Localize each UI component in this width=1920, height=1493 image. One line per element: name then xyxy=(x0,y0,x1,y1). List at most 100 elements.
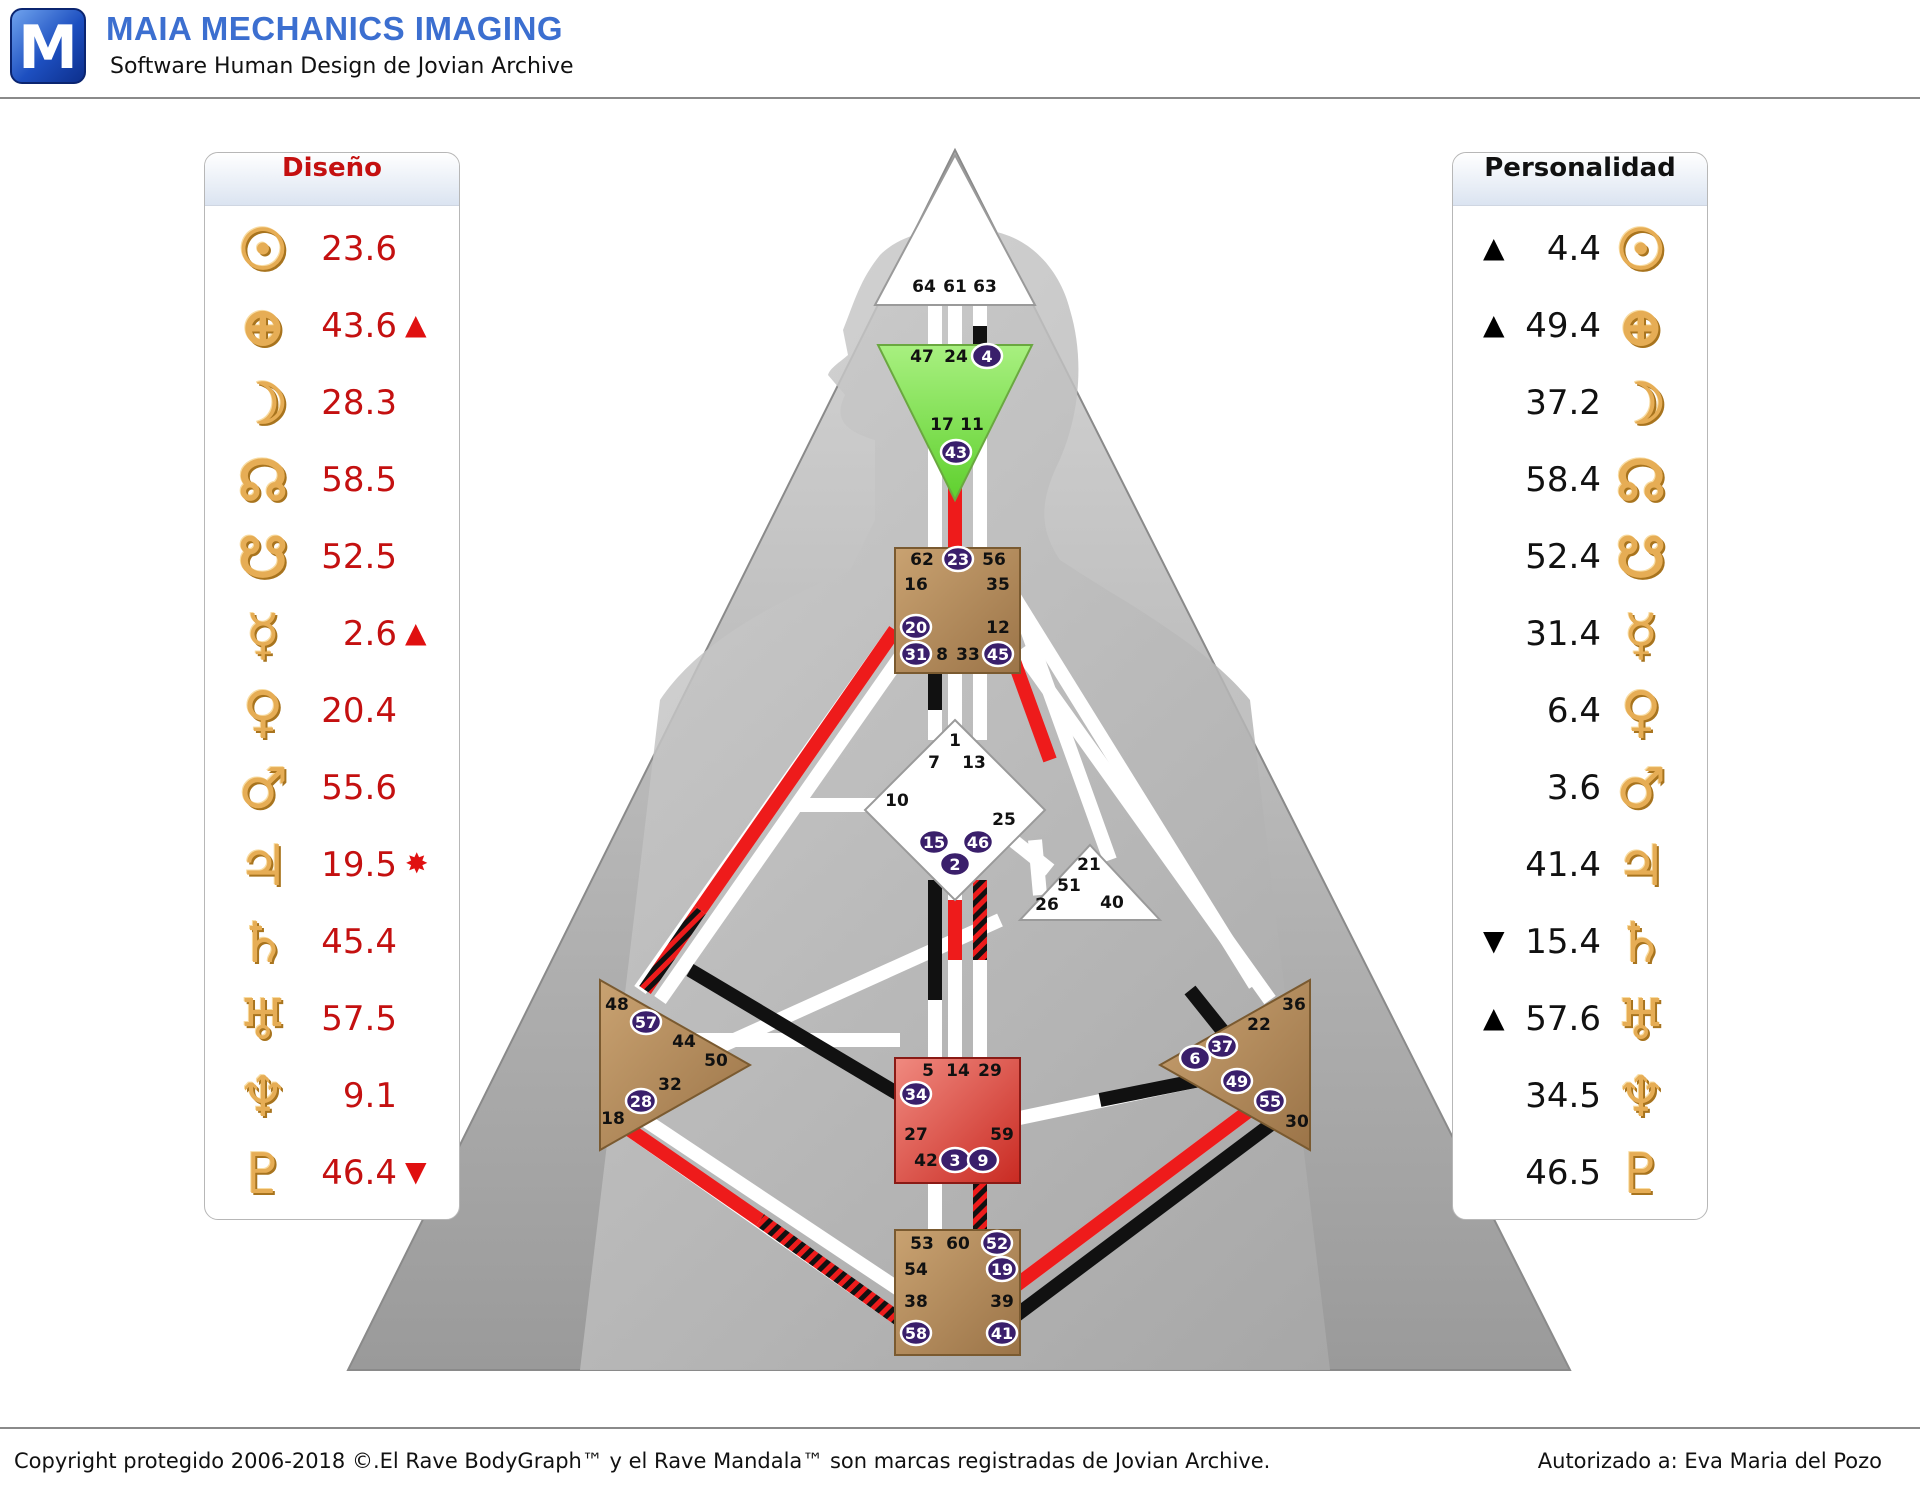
gate-18-label: 18 xyxy=(601,1109,625,1129)
personality-row-south-node: ☋52.4 xyxy=(1453,523,1709,593)
gate-52-label: 52 xyxy=(986,1234,1008,1253)
gate-6: 6 xyxy=(1178,1044,1212,1072)
gate-36-label: 36 xyxy=(1282,995,1306,1015)
gate-56-label: 56 xyxy=(982,550,1006,570)
gate-22: 22 xyxy=(1247,1015,1271,1035)
personality-mark-saturn: ▼ xyxy=(1483,924,1505,957)
personality-row-neptune: ♆34.5 xyxy=(1453,1062,1709,1132)
gate-59: 59 xyxy=(990,1125,1014,1145)
gate-24-label: 24 xyxy=(944,347,968,367)
personality-row-venus: ♀6.4 xyxy=(1453,677,1709,747)
gate-49-activation xyxy=(1220,1067,1254,1095)
design-value-moon: 28.3 xyxy=(321,383,397,423)
gate-45-activation xyxy=(981,640,1015,668)
gate-41-label: 41 xyxy=(991,1324,1013,1343)
neptune-icon: ♆ xyxy=(237,1064,289,1130)
gate-29: 29 xyxy=(978,1061,1002,1081)
gate-2-activation xyxy=(938,850,972,878)
north-node-icon: ☊ xyxy=(1616,448,1666,514)
gate-46-activation xyxy=(961,828,995,856)
gate-49: 49 xyxy=(1220,1067,1254,1095)
gate-9-label: 9 xyxy=(977,1151,988,1170)
pluto-icon: ♇ xyxy=(237,1141,289,1207)
saturn-icon: ♄ xyxy=(237,910,289,976)
gate-47: 47 xyxy=(910,347,934,367)
gate-4: 4 xyxy=(970,342,1004,370)
gate-29-label: 29 xyxy=(978,1061,1002,1081)
design-row-venus: ♀20.4 xyxy=(205,677,461,747)
personality-mark-uranus: ▲ xyxy=(1483,1001,1505,1034)
gate-13: 13 xyxy=(962,753,986,773)
personality-value-neptune: 34.5 xyxy=(1525,1076,1601,1116)
gate-58-activation xyxy=(899,1319,933,1347)
gate-18: 18 xyxy=(601,1109,625,1129)
gate-34: 34 xyxy=(899,1080,933,1108)
gate-1: 1 xyxy=(949,731,961,751)
gate-9: 9 xyxy=(966,1146,1000,1174)
personality-row-pluto: ♇46.5 xyxy=(1453,1139,1709,1209)
mercury-icon: ☿ xyxy=(1623,602,1659,668)
design-row-north-node: ☊58.5 xyxy=(205,446,461,516)
gate-63-label: 63 xyxy=(973,277,997,297)
gate-55: 55 xyxy=(1253,1087,1287,1115)
gate-57-label: 57 xyxy=(635,1013,657,1032)
uranus-icon: ♅ xyxy=(237,987,289,1053)
gate-12-label: 12 xyxy=(986,618,1010,638)
gate-15-activation xyxy=(917,828,951,856)
design-row-jupiter: ♃19.5✸ xyxy=(205,831,461,901)
design-row-uranus: ♅57.5 xyxy=(205,985,461,1055)
gate-25-label: 25 xyxy=(992,810,1016,830)
gate-24: 24 xyxy=(944,347,968,367)
gate-31-activation xyxy=(899,640,933,668)
gate-37-activation xyxy=(1205,1032,1239,1060)
gate-32: 32 xyxy=(658,1075,682,1095)
gate-5: 5 xyxy=(922,1061,934,1081)
gate-4-activation xyxy=(970,342,1004,370)
gate-43: 43 xyxy=(939,438,973,466)
gate-38-label: 38 xyxy=(904,1292,928,1312)
gate-20: 20 xyxy=(899,613,933,641)
design-row-mars: ♂55.6 xyxy=(205,754,461,824)
personality-row-sun: ☉4.4▲ xyxy=(1453,215,1709,285)
app-footer: Copyright protegido 2006-2018 ©.El Rave … xyxy=(0,1427,1920,1493)
gate-51: 51 xyxy=(1057,876,1081,896)
gate-34-label: 34 xyxy=(905,1085,927,1104)
gate-52: 52 xyxy=(980,1229,1014,1257)
gate-19: 19 xyxy=(985,1255,1019,1283)
gate-7: 7 xyxy=(928,753,940,773)
personality-panel-title: Personalidad xyxy=(1453,153,1707,206)
north-node-icon: ☊ xyxy=(238,448,288,514)
gate-4-label: 4 xyxy=(981,347,992,366)
design-panel-title: Diseño xyxy=(205,153,459,206)
gate-40-label: 40 xyxy=(1100,893,1124,913)
design-panel: Diseño ☉23.6⊕43.6▲☽28.3☊58.5☋52.5☿2.6▲♀2… xyxy=(204,152,460,1220)
personality-row-saturn: ♄15.4▼ xyxy=(1453,908,1709,978)
gate-6-label: 6 xyxy=(1189,1049,1200,1068)
gate-35-label: 35 xyxy=(986,575,1010,595)
gate-19-activation xyxy=(985,1255,1019,1283)
gate-56: 56 xyxy=(982,550,1006,570)
gate-37-label: 37 xyxy=(1211,1037,1233,1056)
gate-58: 58 xyxy=(899,1319,933,1347)
gate-7-label: 7 xyxy=(928,753,940,773)
gate-31-label: 31 xyxy=(905,645,927,664)
gate-39: 39 xyxy=(990,1292,1014,1312)
gate-17-label: 17 xyxy=(930,415,954,435)
gate-57: 57 xyxy=(629,1008,663,1036)
design-row-saturn: ♄45.4 xyxy=(205,908,461,978)
gate-35: 35 xyxy=(986,575,1010,595)
gate-30: 30 xyxy=(1285,1112,1309,1132)
gate-23: 23 xyxy=(941,545,975,573)
gate-37: 37 xyxy=(1205,1032,1239,1060)
gate-42: 42 xyxy=(914,1151,938,1171)
design-value-neptune: 9.1 xyxy=(342,1076,397,1116)
gate-62: 62 xyxy=(910,550,934,570)
gate-54: 54 xyxy=(904,1260,928,1280)
gate-43-label: 43 xyxy=(945,443,967,462)
design-row-moon: ☽28.3 xyxy=(205,369,461,439)
gate-53: 53 xyxy=(910,1234,934,1254)
gate-1-label: 1 xyxy=(949,731,961,751)
gate-20-label: 20 xyxy=(905,618,927,637)
